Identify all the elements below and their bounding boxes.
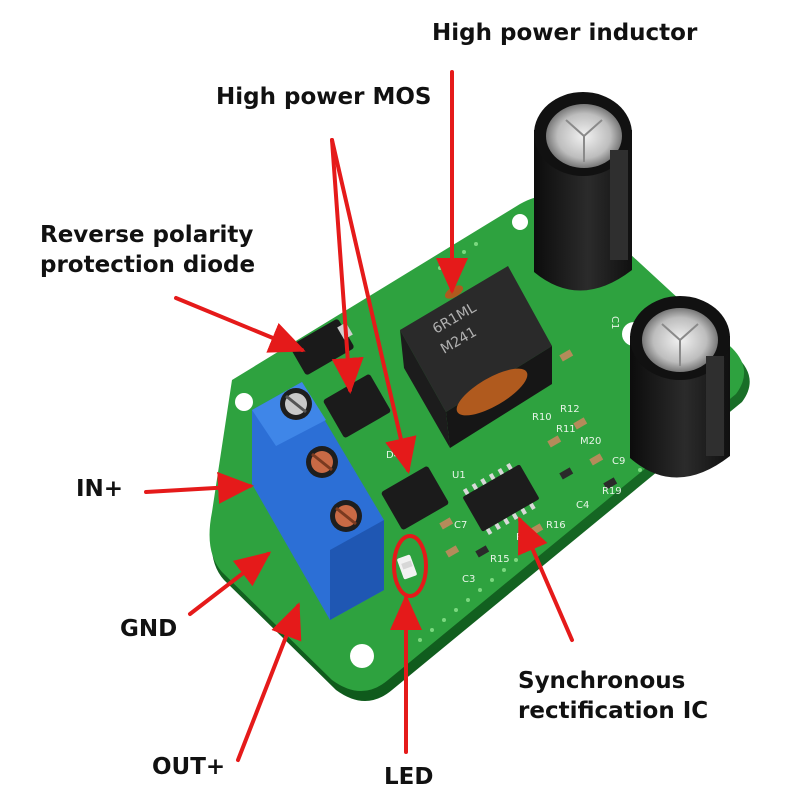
pcb-label-c9: C9 (612, 456, 625, 467)
pcb-label-r19: R19 (602, 486, 622, 497)
pcb-label-d4: D4 (386, 450, 400, 461)
terminal-screw-3 (330, 500, 362, 532)
arrow-ic (518, 516, 574, 642)
arrow-out-plus (236, 602, 302, 762)
capacitor-bottom (630, 296, 730, 478)
callout-arrows (144, 70, 574, 762)
terminal-screw-1 (280, 388, 312, 420)
arrow-mos-2 (330, 138, 417, 474)
pcb-label-r11: R11 (556, 424, 576, 435)
pcb-label-m20: M20 (580, 436, 601, 447)
inductor-component: 6R1ML M241 (400, 266, 552, 448)
label-in-plus: IN+ (76, 476, 124, 502)
capacitor-top (534, 92, 632, 291)
label-synchronous-rectification-ic: Synchronous rectification IC (518, 668, 709, 724)
arrow-mos-1 (330, 138, 364, 394)
label-high-power-inductor: High power inductor (432, 20, 698, 46)
label-out-plus: OUT+ (152, 754, 226, 780)
label-high-power-mos: High power MOS (216, 84, 432, 110)
pcb-label-r15: R15 (490, 554, 510, 565)
pcb-label-r12: R12 (560, 404, 580, 415)
pcb-label-r16: R16 (546, 520, 566, 531)
led-component (397, 554, 417, 580)
terminal-block (252, 382, 384, 620)
pcb-label-c4: C4 (576, 500, 589, 511)
label-gnd: GND (120, 616, 178, 642)
pcb-label-c3: C3 (462, 574, 475, 585)
via-dots (298, 242, 666, 642)
pcb-label-c1: C1 (609, 316, 620, 329)
pcb-label-c7: C7 (454, 520, 467, 531)
mosfet-bottom (381, 466, 449, 530)
arrow-gnd (188, 551, 272, 616)
label-led: LED (384, 764, 434, 790)
terminal-screw-2 (306, 446, 338, 478)
label-reverse-polarity-diode: Reverse polarity protection diode (40, 222, 256, 278)
arrow-in-plus (144, 471, 254, 504)
arrow-diode (174, 296, 306, 353)
smd-components (439, 349, 618, 558)
pcb-label-r10: R10 (532, 412, 552, 423)
ic-chip (462, 462, 539, 536)
pcb-label-u1: U1 (452, 470, 466, 481)
